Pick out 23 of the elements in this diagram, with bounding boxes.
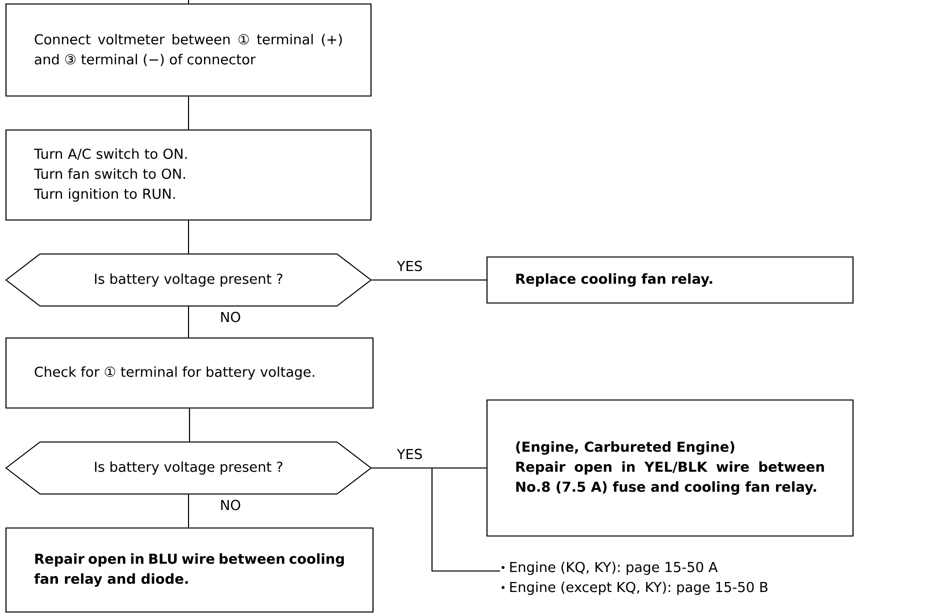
process-box: Turn A/C switch to ON. Turn fan switch to ON. Turn ignition to RUN.	[5, 129, 372, 221]
connector-line	[188, 408, 190, 442]
process-box: Repair open in BLU wire between cooling fan relay and diode.	[5, 527, 374, 613]
connector-line	[188, 306, 190, 338]
decision-hexagon: Is battery voltage present ?	[5, 441, 372, 495]
connector-line	[188, 96, 190, 130]
node-label: Engine (except KQ, KY): page 15-50 B	[510, 582, 768, 595]
connector-line	[372, 467, 500, 572]
connector-line	[188, 220, 190, 254]
connector-line	[188, 0, 190, 4]
edge-label: NO	[218, 498, 242, 512]
decision-hexagon: Is battery voltage present ?	[5, 253, 372, 307]
edge-label: YES	[396, 259, 424, 273]
connector-line	[372, 279, 486, 281]
edge-label: YES	[396, 447, 424, 461]
process-box: Check for ① terminal for battery voltage.	[5, 337, 374, 409]
edge-label: NO	[218, 310, 242, 324]
bullet-list: Engine (KQ, KY): page 15-50 A Engine (except KQ, KY): page 15-50 B	[502, 562, 768, 595]
process-box: Replace cooling fan relay.	[486, 256, 854, 304]
connector-line	[188, 494, 190, 528]
node-label: Engine (KQ, KY): page 15-50 A	[510, 562, 718, 575]
process-box: (Engine, Carbureted Engine) Repair open in YEL/BLK wire between No.8 (7.5 A) fuse and cooling fan relay.	[486, 399, 854, 537]
process-box: Connect voltmeter between ① terminal (+) and ③ terminal (−) of connector	[5, 3, 372, 97]
